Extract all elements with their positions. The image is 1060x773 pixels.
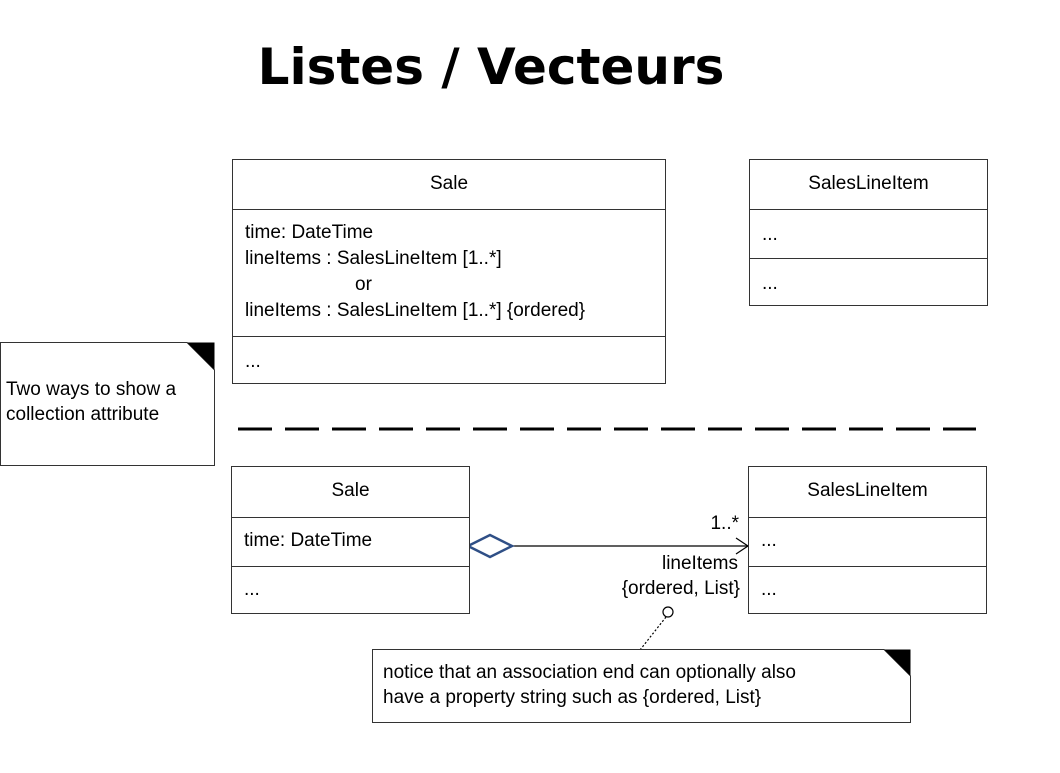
class-box-saleslineitem-bottom[interactable]: SalesLineItem ... ... <box>748 466 987 614</box>
page-title: Listes / Vecteurs <box>257 38 725 96</box>
class-name: SalesLineItem <box>807 480 928 501</box>
note-anchor-line <box>639 616 667 651</box>
attribute-time: time: DateTime <box>245 222 374 243</box>
note-text-line: have a property string such as {ordered,… <box>383 687 762 708</box>
class-box-sale-top[interactable]: Sale time: DateTime lineItems : SalesLin… <box>232 159 666 384</box>
note-property-string: notice that an association end can optio… <box>372 649 912 724</box>
class-attributes: ... <box>750 209 987 258</box>
class-name: Sale <box>429 173 469 194</box>
attribute-lineitems: lineItems : SalesLineItem [1..*] <box>245 248 502 269</box>
note-text-line: collection attribute <box>6 404 160 425</box>
class-box-sale-bottom[interactable]: Sale time: DateTime ... <box>231 466 470 614</box>
class-operations: ... <box>750 258 987 305</box>
class-name: Sale <box>331 480 370 501</box>
attribute-or: or <box>355 274 372 295</box>
association-multiplicity: 1..* <box>710 513 739 534</box>
class-name: SalesLineItem <box>808 173 929 194</box>
class-box-saleslineitem-top[interactable]: SalesLineItem ... ... <box>749 159 988 306</box>
class-attributes: time: DateTime <box>232 517 469 566</box>
association-property-string: {ordered, List} <box>621 578 740 599</box>
class-operations: ... <box>233 336 665 383</box>
class-operations: ... <box>232 566 469 613</box>
association-role-name: lineItems <box>661 553 738 574</box>
note-text-line: Two ways to show a <box>6 379 177 400</box>
class-operations: ... <box>749 566 986 613</box>
note-frame <box>372 649 911 723</box>
note-text-line: notice that an association end can optio… <box>383 662 796 683</box>
property-anchor-circle <box>662 606 674 618</box>
class-attributes: ... <box>749 517 986 566</box>
class-attributes: time: DateTime lineItems : SalesLineItem… <box>233 209 665 336</box>
note-collection-attribute: Two ways to show a collection attribute <box>0 342 216 466</box>
attribute-lineitems-ordered: lineItems : SalesLineItem [1..*] {ordere… <box>245 300 586 321</box>
note-frame <box>0 342 215 466</box>
aggregation-diamond <box>465 533 515 559</box>
